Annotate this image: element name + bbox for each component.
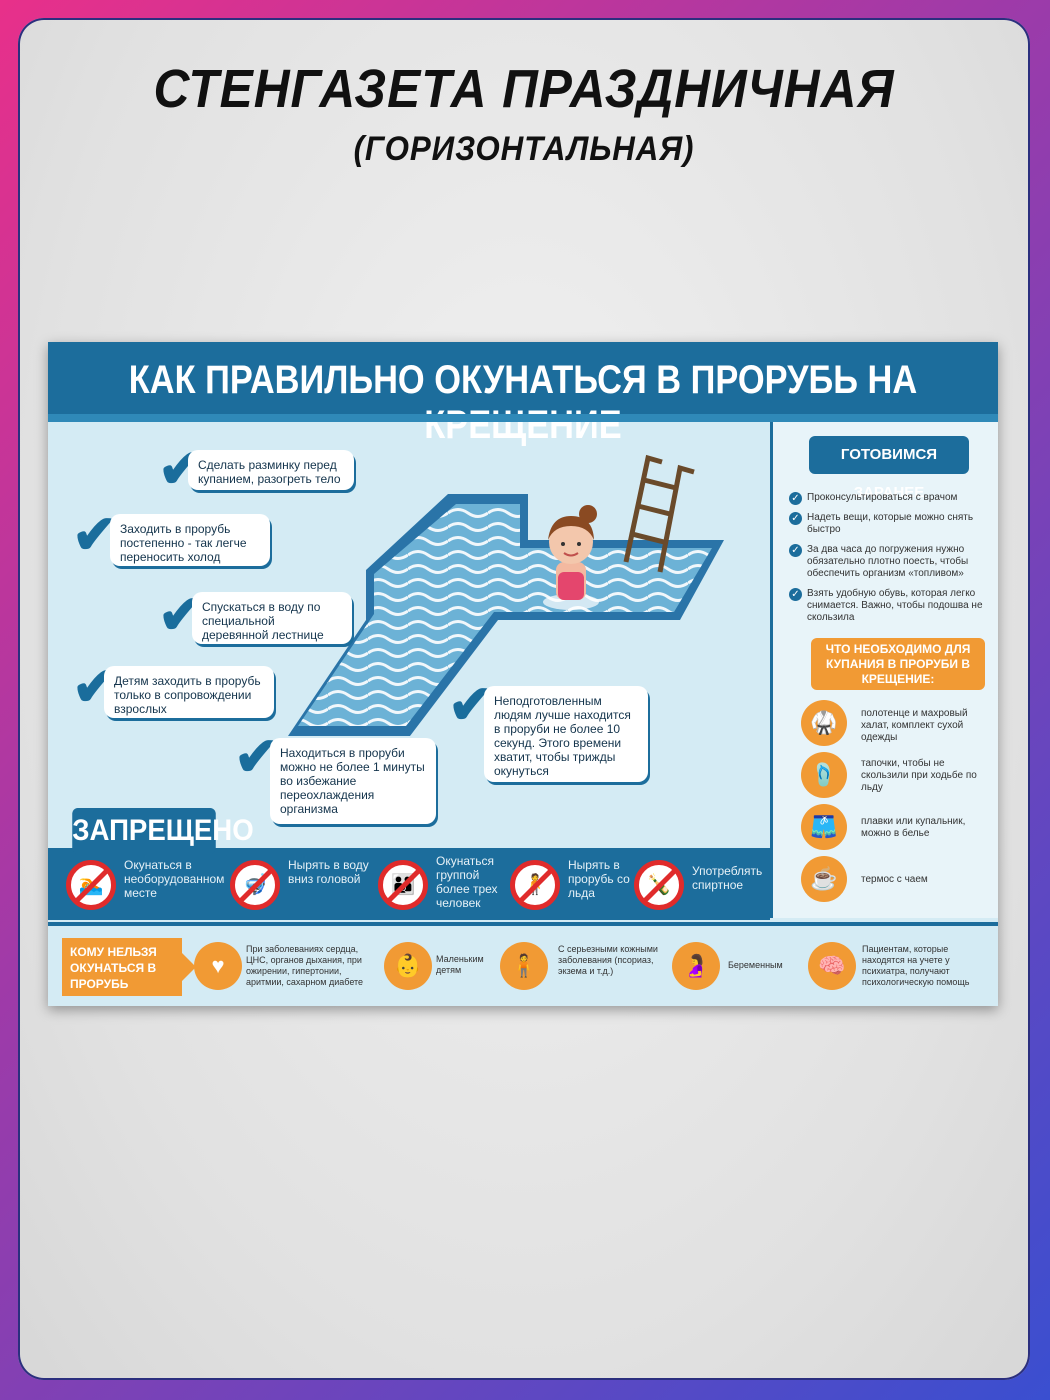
check-circle-icon: ✓ [789, 512, 802, 525]
no-swimming-icon: 🏊 [66, 860, 116, 910]
need-title: ЧТО НЕОБХОДИМО ДЛЯ КУПАНИЯ В ПРОРУБИ В К… [811, 638, 985, 690]
brain-icon: 🧠 [808, 942, 856, 990]
pool-illustration-area: ✔ Сделать разминку перед купанием, разог… [48, 422, 770, 842]
no-groups-icon: 👪 [378, 860, 428, 910]
step-children: Детям заходить в прорубь только в сопров… [104, 666, 274, 718]
no-alcohol-icon: 🍾 [634, 860, 684, 910]
no-diving-icon: 🤿 [230, 860, 280, 910]
girl-bathing-icon [543, 505, 599, 610]
poster-header: КАК ПРАВИЛЬНО ОКУНАТЬСЯ В ПРОРУБЬ НА КРЕ… [48, 342, 998, 447]
skin-disease-icon: 🧍 [500, 942, 548, 990]
step-max-one-minute: Находиться в проруби можно не более 1 ми… [270, 738, 436, 824]
ladder-icon [623, 454, 695, 573]
need-item: плавки или купальник, можно в белье [861, 816, 966, 839]
prepare-item: Надеть вещи, которые можно снять быстро [807, 512, 974, 535]
forbidden-item: 🍾 Употреблять спиртное [634, 858, 766, 912]
no-ice-jump-icon: 🧍 [510, 860, 560, 910]
robe-icon: 🥋 [801, 700, 847, 746]
baby-icon: 👶 [384, 942, 432, 990]
swim-shorts-icon: 🩳 [801, 804, 847, 850]
page-title: СТЕНГАЗЕТА ПРАЗДНИЧНАЯ [153, 59, 895, 119]
step-warmup: Сделать разминку перед купанием, разогре… [188, 450, 354, 490]
step-gradual-entry: Заходить в прорубь постепенно - так легч… [110, 514, 270, 566]
forbidden-item: 🤿 Нырять в воду вниз головой [230, 858, 370, 912]
prepare-item: За два часа до погружения нужно обязател… [807, 544, 969, 579]
who-not-item: При заболеваниях сердца, ЦНС, органов ды… [246, 944, 364, 987]
step-ten-seconds: Неподготовленным людям лучше находится в… [484, 686, 648, 782]
prepare-panel: ГОТОВИМСЯ ЗАРАНЕЕ ✓ Проконсультироваться… [770, 422, 998, 918]
need-item: полотенце и махровый халат, комплект сух… [861, 708, 968, 743]
prepare-title: ГОТОВИМСЯ ЗАРАНЕЕ [809, 436, 969, 501]
who-not-item: Беременным [728, 960, 783, 970]
forbidden-title: ЗАПРЕЩЕНО [72, 808, 254, 854]
forbidden-item: 🏊 Окунаться в необорудованном месте [66, 858, 224, 912]
page-subtitle: (ГОРИЗОНТАЛЬНАЯ) [353, 130, 695, 168]
cross-ice-hole-illustration [288, 454, 724, 736]
who-not-item: Маленьким детям [436, 954, 484, 975]
poster-title: КАК ПРАВИЛЬНО ОКУНАТЬСЯ В ПРОРУБЬ НА КРЕ… [128, 358, 918, 447]
poster: КАК ПРАВИЛЬНО ОКУНАТЬСЯ В ПРОРУБЬ НА КРЕ… [48, 342, 998, 1006]
who-not-title: КОМУ НЕЛЬЗЯ ОКУНАТЬСЯ В ПРОРУБЬ [62, 938, 196, 996]
check-icon: ✔ [72, 505, 118, 565]
check-circle-icon: ✓ [789, 588, 802, 601]
prepare-item: Взять удобную обувь, которая легко снима… [807, 588, 983, 623]
who-not-item: С серьезными кожными заболевания (псориа… [558, 944, 658, 976]
check-circle-icon: ✓ [789, 492, 802, 505]
forbidden-item: 🧍 Нырять в прорубь со льда [510, 858, 640, 912]
need-item: термос с чаем [861, 874, 928, 885]
slippers-icon: 🩴 [801, 752, 847, 798]
check-circle-icon: ✓ [789, 544, 802, 557]
who-not-bar: КОМУ НЕЛЬЗЯ ОКУНАТЬСЯ В ПРОРУБЬ ♥ При за… [48, 922, 998, 1006]
forbidden-item: 👪 Окунаться группой более трех человек [378, 854, 508, 912]
step-ladder: Спускаться в воду по специальной деревян… [192, 592, 352, 644]
who-not-item: Пациентам, которые находятся на учете у … [862, 944, 970, 987]
heart-pulse-icon: ♥ [194, 942, 242, 990]
thermos-icon: ☕ [801, 856, 847, 902]
need-item: тапочки, чтобы не скользили при ходьбе п… [861, 758, 977, 793]
forbidden-bar: 🏊 Окунаться в необорудованном месте 🤿 Ны… [48, 848, 770, 920]
header-strip [48, 414, 998, 422]
prepare-item: Проконсультироваться с врачом [807, 492, 958, 503]
pregnancy-icon: 🤰 [672, 942, 720, 990]
